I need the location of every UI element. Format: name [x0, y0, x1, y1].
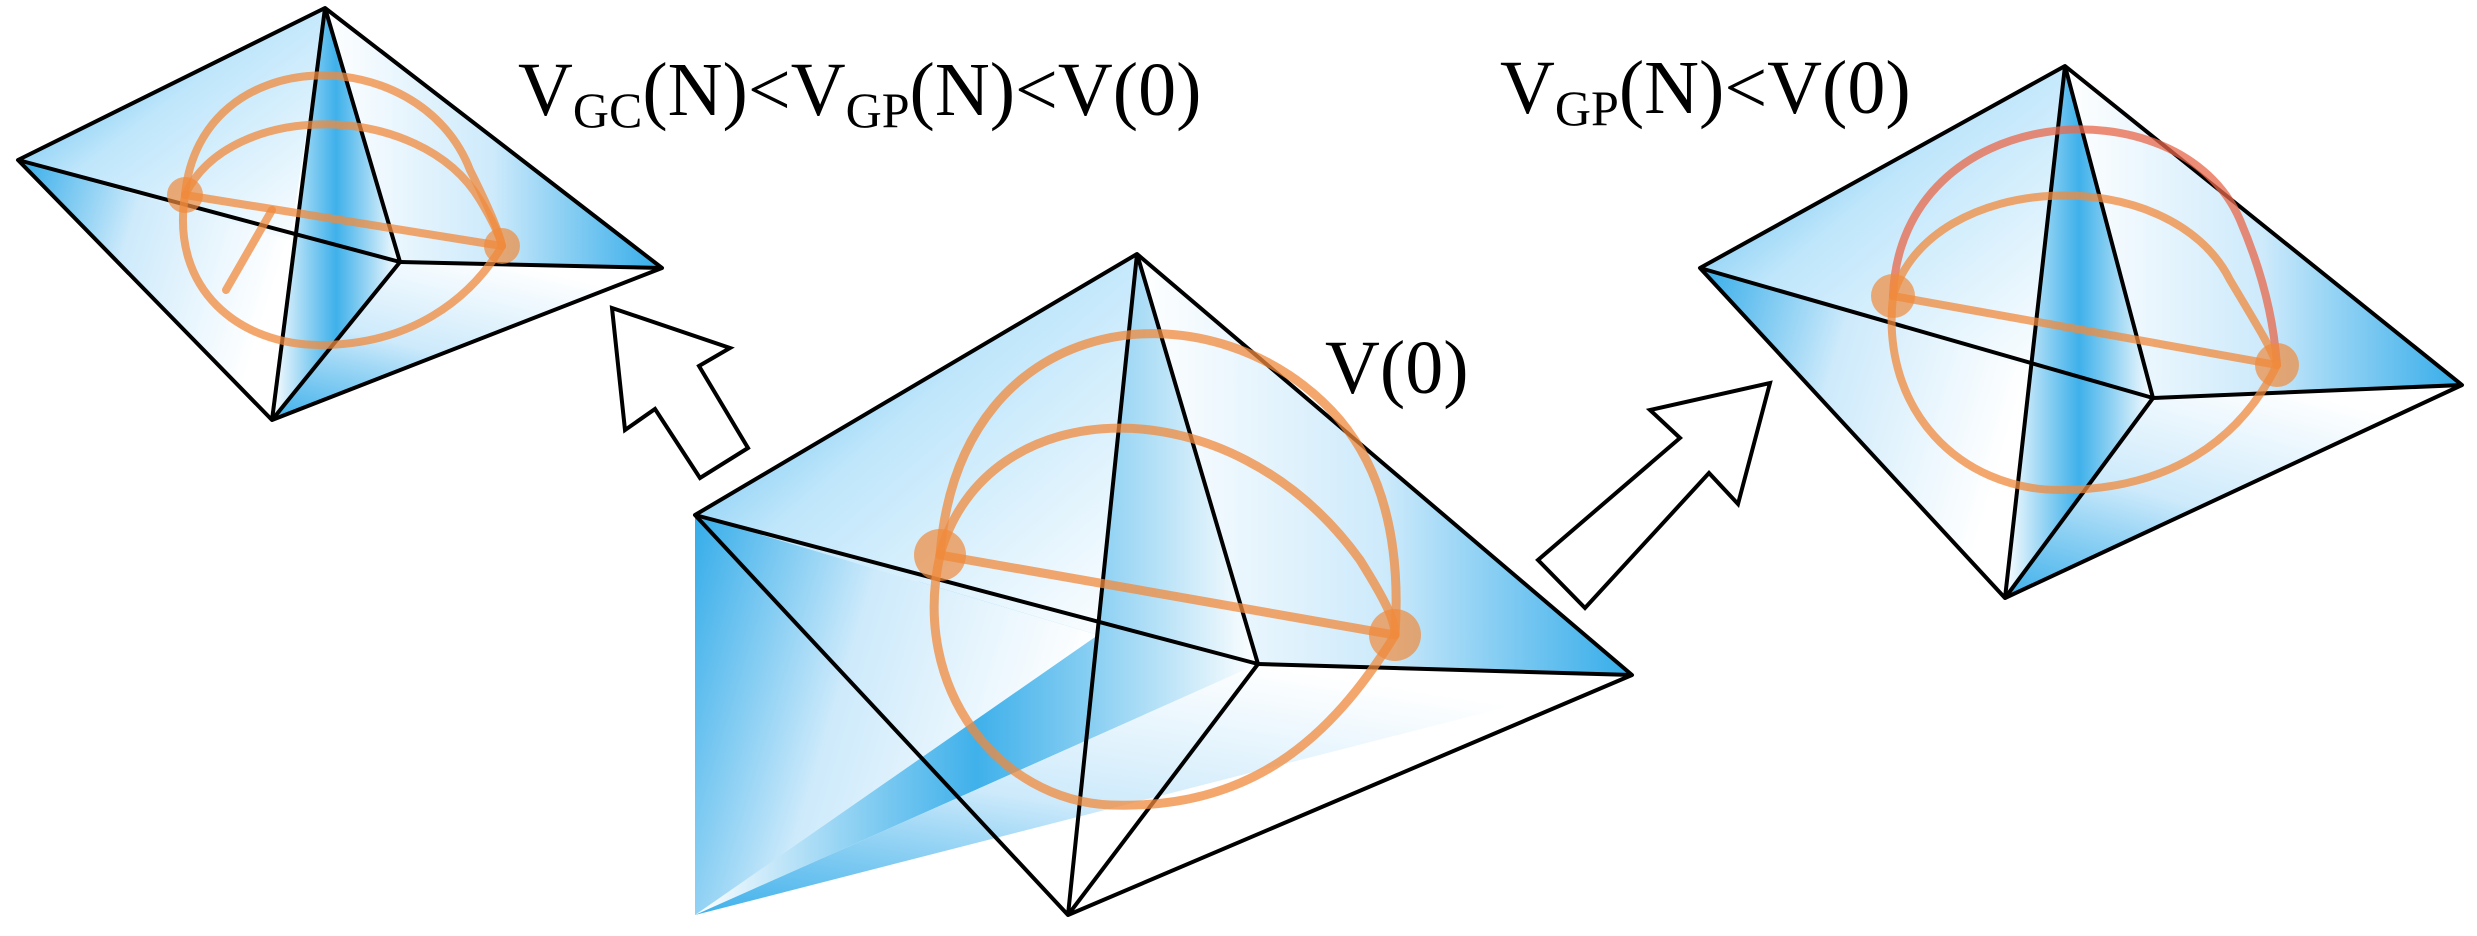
label-text: (N)<	[642, 48, 791, 132]
face	[1700, 268, 2030, 598]
arrow-right	[1535, 380, 1773, 611]
geodesic-curves	[929, 329, 1401, 810]
label-right-inequality: VGP(N)<V(0)	[1500, 50, 1911, 133]
octahedron-center	[693, 252, 1634, 917]
face	[18, 160, 290, 420]
label-subscript: GP	[1554, 80, 1619, 136]
node	[2255, 343, 2299, 387]
geodesic-curves	[1887, 125, 2281, 495]
octahedron-right	[1698, 64, 2464, 600]
node	[1369, 609, 1421, 661]
node	[914, 529, 966, 581]
face	[272, 8, 400, 420]
label-center: V(0)	[1325, 326, 1469, 410]
label-text: (N)<V(0)	[909, 48, 1202, 132]
node	[1871, 274, 1915, 318]
octahedron-left	[16, 6, 664, 422]
label-text: (N)<V(0)	[1618, 46, 1911, 130]
label-subscript: GP	[845, 82, 910, 138]
label-symbol: V	[1500, 46, 1555, 130]
label-subscript: GC	[572, 82, 643, 138]
node	[484, 228, 520, 264]
label-symbol: V	[790, 48, 846, 132]
face	[695, 515, 1098, 915]
node	[167, 177, 203, 213]
arrow-left	[609, 305, 751, 481]
face	[695, 254, 1137, 635]
geodesic-curves	[179, 71, 506, 350]
edges	[693, 252, 1634, 917]
label-symbol: V	[518, 48, 573, 132]
label-left-inequality: VGC(N)<VGP(N)<V(0)	[518, 52, 1201, 135]
